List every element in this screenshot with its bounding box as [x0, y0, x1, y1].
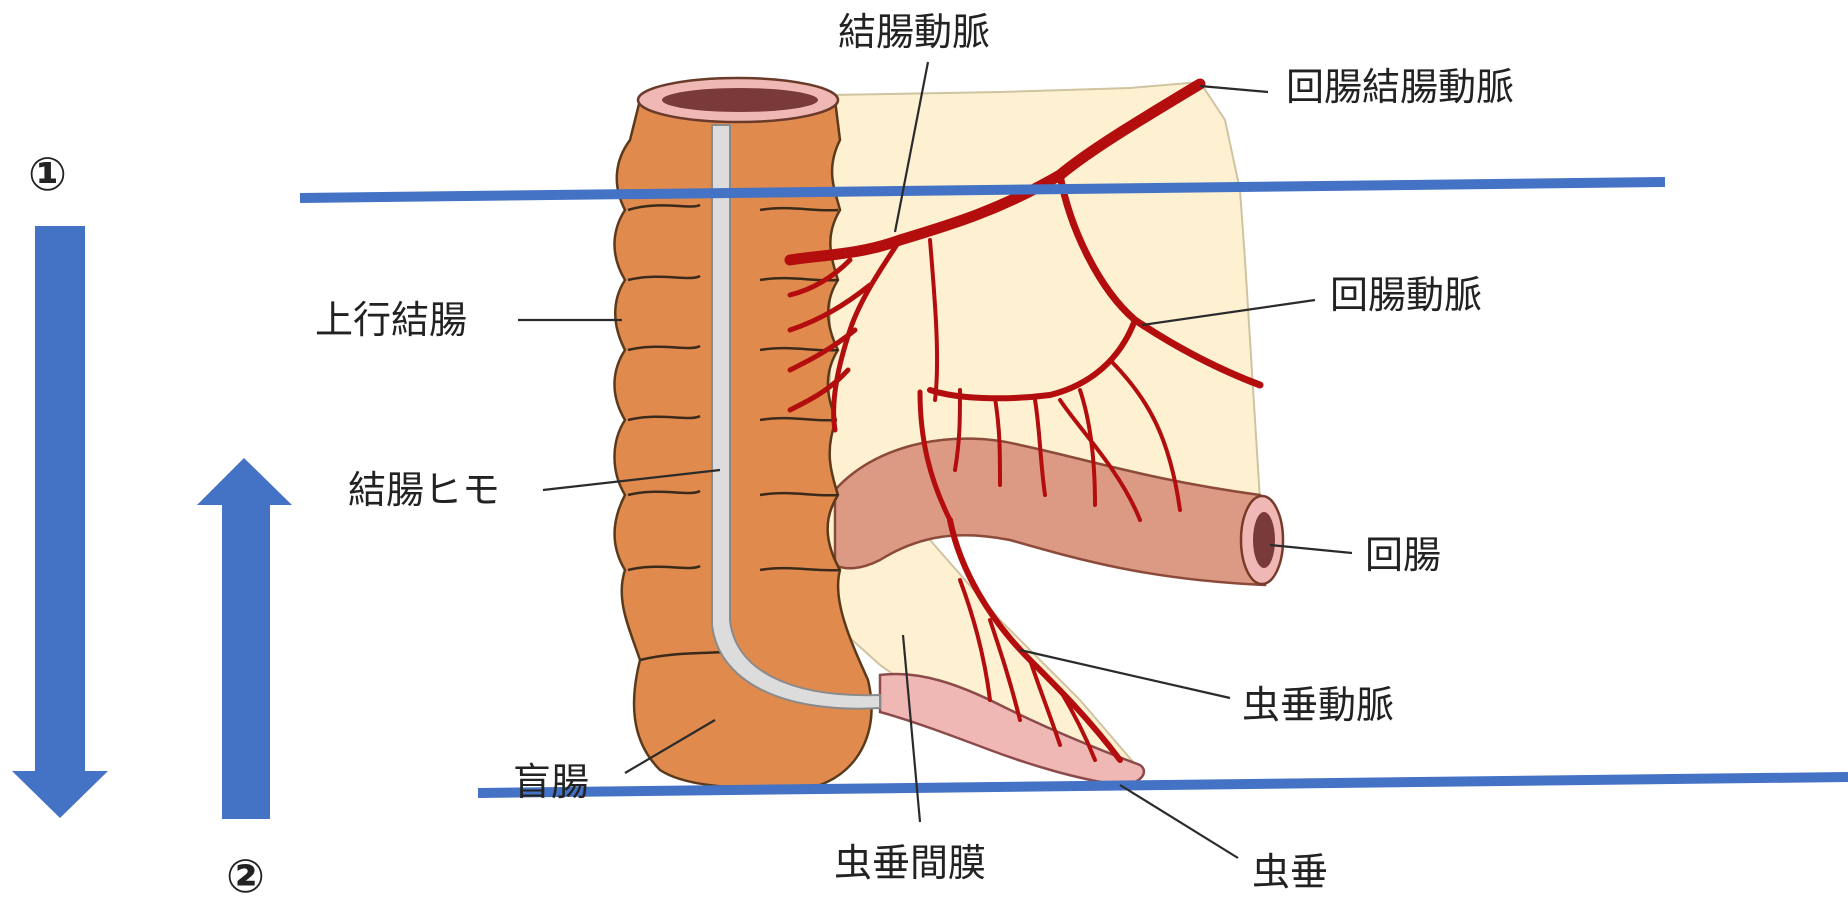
label-mesoappendix: 虫垂間膜	[834, 841, 986, 885]
marker-one: ①	[28, 147, 67, 201]
arrow-down-icon	[12, 226, 108, 818]
label-appendicular-artery: 虫垂動脈	[1242, 683, 1394, 727]
label-taenia-coli: 結腸ヒモ	[348, 468, 500, 512]
label-ascending-colon: 上行結腸	[315, 298, 467, 342]
label-ileal-artery: 回腸動脈	[1330, 273, 1482, 317]
arrow-up-icon	[197, 458, 292, 819]
marker-two: ②	[226, 849, 265, 901]
label-ileum: 回腸	[1365, 533, 1441, 577]
label-cecum: 盲腸	[513, 760, 589, 804]
label-ileocolic-artery: 回腸結腸動脈	[1286, 65, 1514, 109]
colon-lumen	[662, 88, 818, 112]
ileum-lumen	[1253, 512, 1275, 568]
label-appendix: 虫垂	[1252, 850, 1328, 894]
label-colic-artery: 結腸動脈	[838, 10, 990, 54]
